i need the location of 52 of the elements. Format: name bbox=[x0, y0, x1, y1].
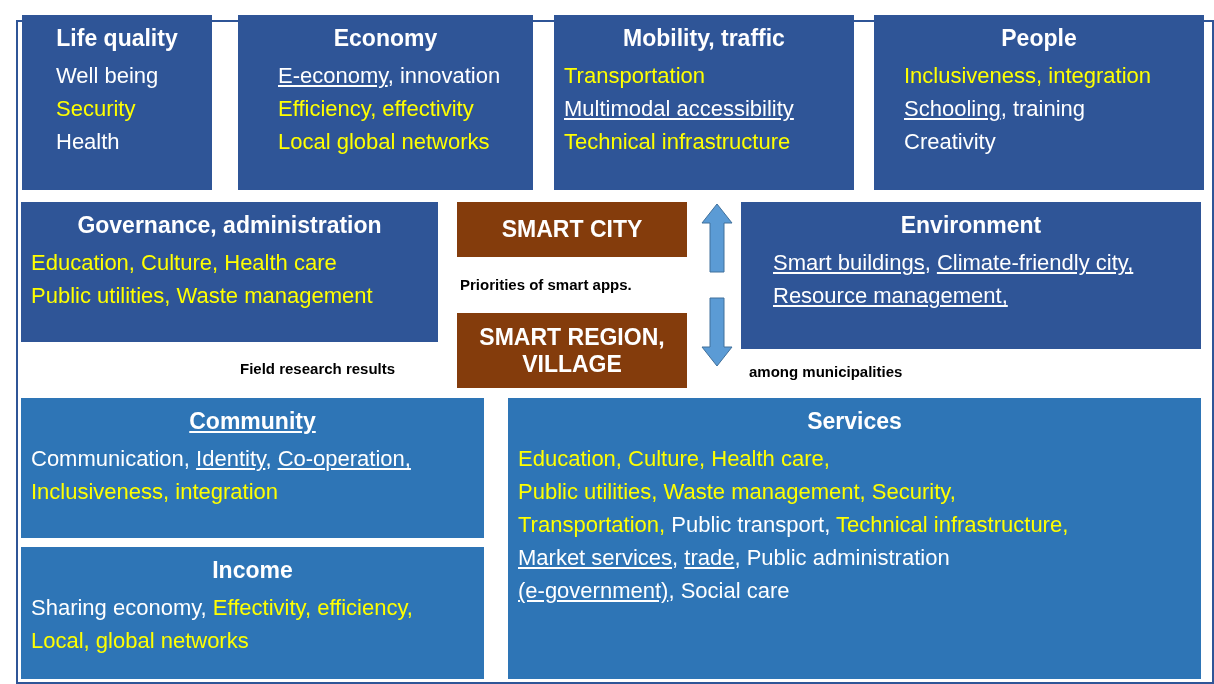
topic-text: E-economy, innovation bbox=[278, 62, 501, 91]
topic-box bbox=[21, 202, 438, 342]
box-heading: Economy bbox=[333, 25, 438, 52]
topic-text: Schooling, training bbox=[904, 95, 1086, 124]
topic-text: Multimodal accessibility bbox=[564, 95, 794, 124]
topic-text: Local, global networks bbox=[31, 627, 249, 656]
topic-text: (e-government), Social care bbox=[518, 577, 790, 606]
topic-text: Creativity bbox=[904, 128, 996, 157]
topic-text: Public utilities, Waste management bbox=[31, 282, 373, 311]
box-heading: SMART CITY bbox=[501, 216, 643, 243]
topic-text: Inclusiveness, integration bbox=[31, 478, 279, 507]
box-heading: Income bbox=[212, 557, 293, 584]
box-heading: Environment bbox=[900, 212, 1042, 239]
box-heading: Mobility, traffic bbox=[623, 25, 785, 52]
topic-box bbox=[508, 398, 1201, 679]
topic-text: Health bbox=[56, 128, 120, 157]
topic-text: Inclusiveness, integration bbox=[904, 62, 1152, 91]
topic-text: Market services, trade, Public administration bbox=[518, 544, 950, 573]
topic-text: Public utilities, Waste management, Security, bbox=[518, 478, 956, 507]
topic-box bbox=[238, 15, 533, 190]
topic-text: Security bbox=[56, 95, 136, 124]
title-box bbox=[457, 202, 687, 257]
topic-text: Education, Culture, Health care bbox=[31, 249, 337, 278]
topic-box bbox=[21, 398, 484, 538]
box-heading: Life quality bbox=[56, 25, 178, 52]
topic-text: Sharing economy, Effectivity, efficiency, bbox=[31, 594, 413, 623]
topic-text: Local global networks bbox=[278, 128, 490, 157]
box-heading: Services bbox=[807, 408, 902, 435]
box-heading: Governance, administration bbox=[77, 212, 382, 239]
block-arrow bbox=[701, 203, 733, 273]
topic-box bbox=[554, 15, 854, 190]
title-box bbox=[457, 313, 687, 388]
topic-text: Transportation bbox=[564, 62, 706, 91]
topic-text: Smart buildings, Climate-friendly city, bbox=[773, 249, 1134, 278]
block-arrow bbox=[701, 297, 733, 367]
note-text: Priorities of smart apps. bbox=[460, 276, 632, 293]
box-heading: SMART REGION, VILLAGE bbox=[478, 324, 666, 377]
topic-box bbox=[741, 202, 1201, 349]
note-text: among municipalities bbox=[749, 363, 903, 380]
note-text: Field research results bbox=[240, 360, 396, 377]
topic-box bbox=[21, 547, 484, 679]
topic-text: Education, Culture, Health care, bbox=[518, 445, 830, 474]
topic-text: Transportation, Public transport, Technical infrastructure, bbox=[518, 511, 1069, 540]
topic-text: Communication, Identity, Co-operation, bbox=[31, 445, 411, 474]
topic-text: Technical infrastructure bbox=[564, 128, 791, 157]
topic-text: Well being bbox=[56, 62, 159, 91]
topic-box bbox=[874, 15, 1204, 190]
box-heading: Community bbox=[189, 408, 316, 435]
box-heading: People bbox=[1001, 25, 1077, 52]
topic-text: Efficiency, effectivity bbox=[278, 95, 474, 124]
topic-box bbox=[22, 15, 212, 190]
topic-text: Resource management, bbox=[773, 282, 1008, 311]
